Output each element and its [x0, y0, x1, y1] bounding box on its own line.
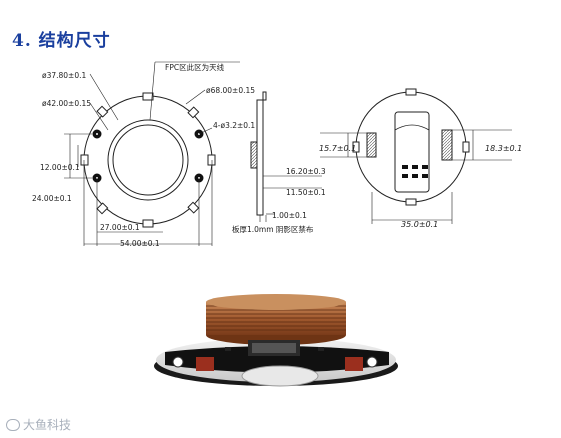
back-keepout: [394, 111, 430, 193]
back-chips: [402, 165, 428, 178]
section-heading: 4. 结构尺寸: [12, 26, 111, 51]
board-notches: [80, 92, 216, 228]
front-leaders: [64, 61, 240, 246]
back-left-connector: [366, 132, 377, 158]
dim-54: 54.00±0.1: [120, 239, 160, 248]
dim-35: 35.0±0.1: [401, 220, 438, 229]
dim-1: 1.00±0.1: [272, 211, 307, 220]
dim-hole: 4-ø3.2±0.1: [213, 121, 255, 130]
coil-ring: [112, 124, 184, 196]
dim-24: 24.00±0.1: [32, 194, 72, 203]
side-view: [250, 91, 322, 222]
side-board: [256, 99, 264, 216]
fpc-note: FPC区此区为天线: [165, 62, 225, 72]
side-note: 板厚1.0mm 阴影区禁布: [232, 224, 314, 234]
back-right-connector: [441, 129, 453, 161]
mounting-holes: [92, 129, 204, 183]
inner-bore: [107, 119, 189, 201]
section-number: 4.: [12, 31, 32, 51]
dim-11: 11.50±0.1: [286, 188, 326, 197]
watermark-text: 大鱼科技: [23, 418, 72, 432]
side-component: [250, 141, 258, 169]
watermark-logo-icon: [6, 418, 20, 431]
dim-inner-bore: ø42.00±0.15: [42, 99, 91, 108]
dim-18: 18.3±0.1: [485, 144, 522, 153]
dim-16: 16.20±0.3: [286, 167, 326, 176]
front-view: [64, 61, 240, 246]
dim-15: 15.7±0.1: [319, 144, 356, 153]
module-photo: [154, 294, 398, 387]
watermark: 大鱼科技: [6, 416, 71, 433]
section-title: 结构尺寸: [38, 31, 111, 51]
dim-27: 27.00±0.1: [100, 223, 140, 232]
back-view: [320, 88, 512, 224]
dim-outer-ring: ø37.80±0.1: [42, 71, 86, 80]
dim-board: ø68.00±0.15: [206, 86, 255, 95]
dim-12: 12.00±0.1: [40, 163, 80, 172]
